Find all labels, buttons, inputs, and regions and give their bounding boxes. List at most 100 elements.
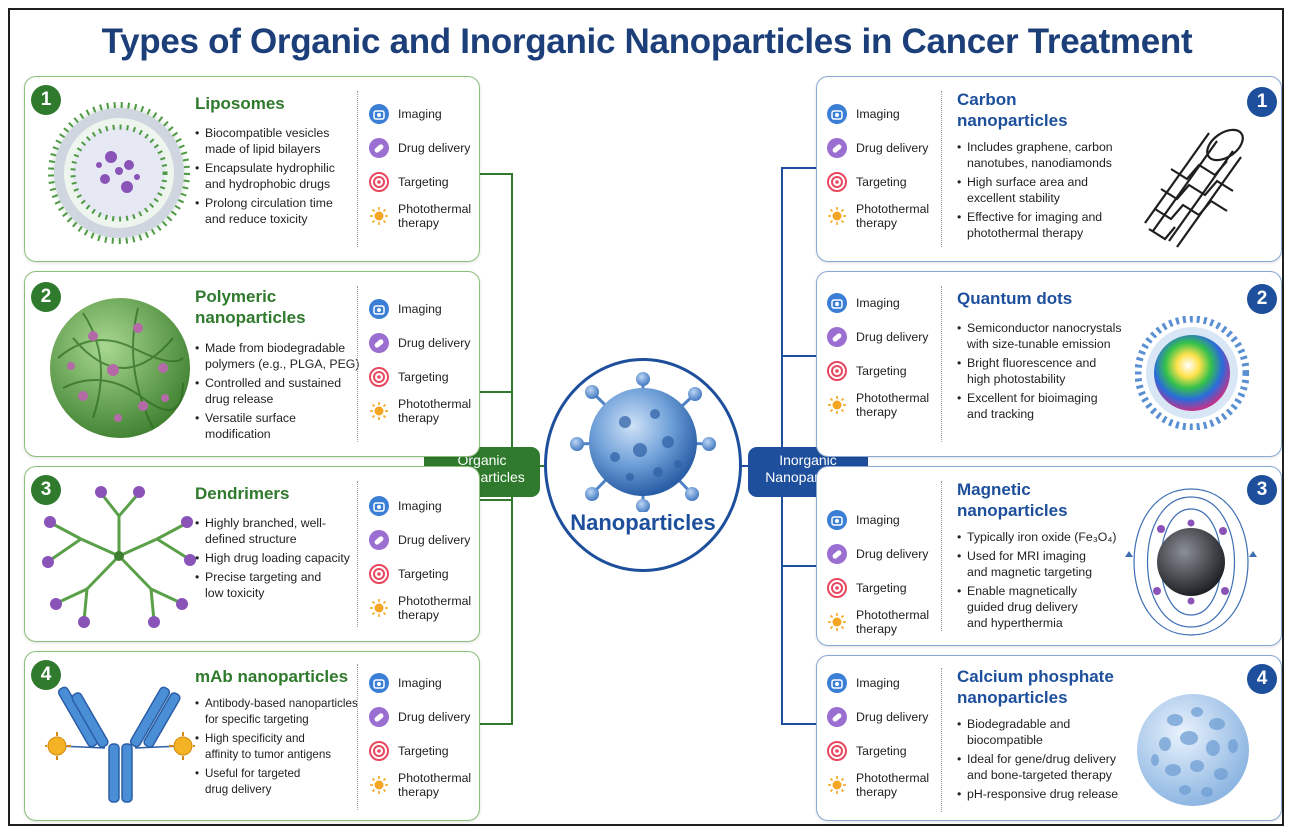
bullet-line: photothermal therapy — [967, 226, 1084, 240]
pill-icon — [369, 530, 389, 550]
sun-icon — [369, 206, 389, 226]
bullet-line: High specificity and — [205, 732, 305, 745]
bullet-item: Highly branched, well-defined structure — [195, 515, 365, 547]
card-title-line2: nanoparticles — [957, 501, 1068, 520]
target-icon — [827, 361, 847, 381]
divider — [941, 91, 942, 247]
card-number-badge: 2 — [31, 282, 61, 312]
card-title: Carbon nanoparticles — [957, 89, 1068, 131]
card-title-line1: Dendrimers — [195, 484, 290, 503]
card-title-line1: Magnetic — [957, 480, 1031, 499]
bullet-line: Includes graphene, carbon — [967, 140, 1113, 154]
app-label: Targeting — [398, 370, 449, 384]
bullet-line: excellent stability — [967, 191, 1060, 205]
app-label-line1: Photothermal — [398, 397, 472, 411]
card-title-line1: Polymeric — [195, 287, 277, 306]
app-label: Drug delivery — [856, 330, 929, 344]
bullet-line: and tracking — [967, 407, 1034, 421]
card-bullets: Includes graphene, carbon nanotubes, nano… — [957, 139, 1127, 244]
divider — [941, 286, 942, 442]
app-label: Drug delivery — [856, 547, 929, 561]
bullet-line: Used for MRI imaging — [967, 549, 1086, 563]
bullet-line: guided drug delivery — [967, 600, 1078, 614]
sun-icon — [827, 612, 847, 632]
app-targeting: Targeting — [369, 557, 471, 591]
camera-icon — [827, 510, 847, 530]
card-title: Polymeric nanoparticles — [195, 286, 306, 328]
target-icon — [369, 564, 389, 584]
sun-icon — [827, 775, 847, 795]
app-label-line2: therapy — [856, 216, 898, 230]
antibody-illustration — [45, 686, 195, 803]
bullet-line: modification — [205, 427, 271, 441]
applications-list: Imaging Drug delivery Targeting Photothe… — [827, 97, 929, 233]
app-drug-delivery: Drug delivery — [369, 700, 471, 734]
app-drug-delivery: Drug delivery — [827, 537, 929, 571]
card-title: Calcium phosphate nanoparticles — [957, 666, 1114, 708]
bullet-line: low toxicity — [205, 586, 265, 600]
app-label: Imaging — [856, 296, 900, 310]
app-label: Imaging — [398, 676, 442, 690]
bullet-item: High drug loading capacity — [195, 550, 365, 566]
app-label-line1: Photothermal — [856, 391, 930, 405]
app-label-line2: therapy — [398, 608, 440, 622]
bullet-item: Typically iron oxide (Fe₃O₄) — [957, 529, 1137, 545]
inorganic-card-calcium-phosphate: 4 Imaging Drug delivery Targeting Photot… — [816, 655, 1282, 821]
card-title-line1: Liposomes — [195, 94, 285, 113]
card-number-badge: 3 — [31, 475, 61, 505]
bullet-line: Made from biodegradable — [205, 341, 346, 355]
app-drug-delivery: Drug delivery — [369, 131, 471, 165]
app-label-line1: Photothermal — [398, 771, 472, 785]
bullet-line: Typically iron oxide (Fe₃O₄) — [967, 530, 1117, 544]
bullet-line: Effective for imaging and — [967, 210, 1103, 224]
bullet-line: nanotubes, nanodiamonds — [967, 156, 1112, 170]
quantum-dot-illustration — [1135, 316, 1249, 430]
bullet-line: biocompatible — [967, 733, 1043, 747]
app-label-line2: therapy — [398, 785, 440, 799]
target-icon — [369, 172, 389, 192]
camera-icon — [827, 104, 847, 124]
divider — [357, 664, 358, 810]
pill-icon — [369, 138, 389, 158]
bullet-line: Controlled and sustained — [205, 376, 342, 390]
applications-list: Imaging Drug delivery Targeting Photothe… — [369, 97, 471, 233]
bullet-line: Useful for targeted — [205, 767, 301, 780]
sun-icon — [827, 395, 847, 415]
applications-list: Imaging Drug delivery Targeting Photothe… — [827, 503, 929, 639]
camera-icon — [827, 673, 847, 693]
app-targeting: Targeting — [827, 354, 929, 388]
bullet-line: Ideal for gene/drug delivery — [967, 752, 1117, 766]
card-bullets: Biodegradable and biocompatible Ideal for… — [957, 716, 1137, 805]
bullet-line: Biodegradable and — [967, 717, 1071, 731]
figure-frame — [8, 8, 1284, 826]
bullet-item: Used for MRI imaging and magnetic targeti… — [957, 548, 1137, 580]
app-imaging: Imaging — [827, 503, 929, 537]
inorganic-card-carbon: 1 Imaging Drug delivery Targeting Photot… — [816, 76, 1282, 262]
bullet-line: polymers (e.g., PLGA, PEG) — [205, 357, 360, 371]
divider — [357, 481, 358, 627]
app-label: Targeting — [856, 175, 907, 189]
app-drug-delivery: Drug delivery — [369, 326, 471, 360]
bullet-item: Made from biodegradable polymers (e.g., P… — [195, 340, 365, 372]
bullet-line: pH-responsive drug release — [967, 787, 1119, 801]
sun-icon — [369, 401, 389, 421]
bullet-line: Semiconductor nanocrystals — [967, 321, 1122, 335]
divider — [941, 668, 942, 812]
app-label-line2: therapy — [856, 405, 898, 419]
bullet-line: and hydrophobic drugs — [205, 177, 331, 191]
bullet-line: and magnetic targeting — [967, 565, 1093, 579]
bullet-line: Bright fluorescence and — [967, 356, 1097, 370]
card-title: Magnetic nanoparticles — [957, 479, 1068, 521]
app-targeting: Targeting — [369, 360, 471, 394]
bullet-line: Versatile surface — [205, 411, 296, 425]
